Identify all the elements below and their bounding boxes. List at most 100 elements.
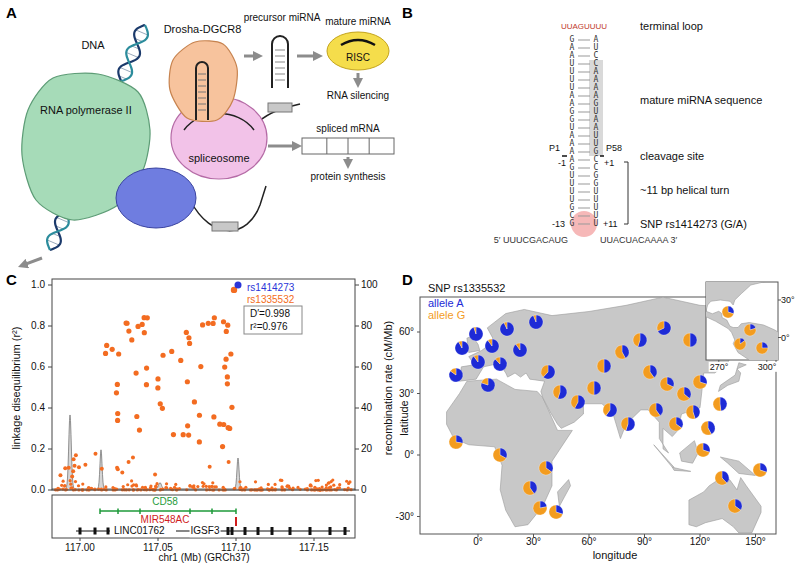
ld-point	[238, 480, 241, 483]
ld-point	[115, 466, 119, 470]
ld-point	[153, 472, 157, 476]
ld-point	[137, 427, 142, 432]
ld-point	[122, 488, 125, 491]
allele-pie	[549, 505, 563, 519]
ld-point	[223, 357, 228, 362]
base-pair-rung	[198, 80, 206, 81]
allele-pie	[643, 365, 657, 379]
exon-tick	[139, 509, 141, 515]
ld-point	[225, 374, 230, 379]
ld-point	[56, 487, 59, 490]
recombination-rate-area	[52, 415, 355, 490]
pie-slice	[615, 345, 625, 359]
legend-entry: allele G	[428, 309, 465, 322]
axis-tick	[158, 538, 159, 541]
position-marker: -1	[558, 158, 566, 168]
ld-point	[124, 321, 129, 326]
ld-point	[171, 432, 176, 437]
risc-complex: mature miRNARISC	[327, 32, 389, 70]
base-pair-rung	[198, 92, 206, 93]
structure-annotation: mature miRNA sequence	[640, 94, 762, 107]
ld-point	[63, 485, 66, 488]
ld-point	[220, 444, 225, 449]
pie-slice	[500, 322, 514, 336]
ld-point	[111, 486, 114, 489]
pie-slice	[683, 333, 690, 347]
axis-tick	[778, 300, 781, 301]
allele-pie	[571, 395, 585, 409]
pie-slice	[449, 435, 463, 449]
ld-point	[321, 485, 324, 488]
tick-label: 0.2	[31, 443, 45, 455]
pie-slice	[533, 501, 547, 515]
base-pair-rung	[198, 74, 206, 75]
base-pair-dash	[578, 40, 590, 41]
tick-label: 40	[361, 402, 372, 414]
exon-block	[227, 527, 230, 535]
axis-tick	[417, 393, 420, 394]
pie-slice	[693, 375, 707, 389]
map-title: SNP rs1335532	[428, 282, 505, 295]
pie-slice	[701, 421, 711, 435]
base-pair-rung	[275, 62, 285, 63]
pie-slice	[720, 397, 727, 411]
pie-slice	[696, 443, 710, 457]
tick-label: 270°	[709, 362, 730, 372]
axis-tick	[314, 538, 315, 541]
ld-point	[70, 475, 74, 479]
ld-point	[63, 466, 67, 470]
ld-point	[222, 365, 227, 370]
pie-slice	[488, 339, 492, 346]
panel-letter: A	[6, 4, 17, 21]
snp-label: rs1414273	[247, 282, 294, 294]
tick-label: 60°	[399, 326, 414, 338]
position-marker: -13	[552, 219, 565, 229]
ld-point	[228, 351, 233, 356]
axis-tick	[48, 408, 52, 409]
ld-point	[285, 485, 288, 488]
ld-point	[338, 483, 341, 486]
position-marker: +1	[604, 158, 614, 168]
base-pair-rung	[275, 50, 285, 51]
allele-pie	[753, 463, 767, 477]
ld-point	[226, 425, 231, 430]
pie-slice	[621, 417, 628, 431]
pie-slice	[516, 343, 520, 350]
allele-pie	[713, 397, 727, 411]
ld-point	[81, 482, 84, 485]
tick-label: -30°	[396, 511, 414, 523]
base-pair-rung	[198, 104, 206, 105]
pie-slice	[493, 448, 506, 462]
mirna-tick	[235, 517, 237, 526]
exon-block	[289, 527, 292, 535]
dna-label: DNA	[81, 39, 104, 52]
pie-slice	[633, 333, 640, 347]
pie-slice	[597, 359, 604, 373]
ld-point	[291, 487, 294, 490]
pie-slice	[722, 306, 734, 318]
ld-point	[122, 485, 125, 488]
allele-pie	[493, 448, 507, 462]
pie-slice	[604, 359, 611, 373]
base-pair-dash	[578, 96, 590, 97]
exon-block	[257, 527, 260, 535]
tick-label: 0.4	[31, 402, 45, 414]
spliced-mrna-box-shape	[302, 138, 394, 154]
ld-point	[327, 482, 330, 485]
axis-tick	[355, 326, 359, 327]
axis-tick	[417, 516, 420, 517]
ld-point	[77, 465, 81, 469]
landmass	[654, 445, 674, 468]
ld-plot	[48, 279, 359, 541]
ld-point	[208, 465, 212, 469]
ld-point	[115, 411, 120, 416]
exon-tick	[189, 509, 191, 515]
allele-pie	[469, 327, 483, 341]
base-pair-dash	[578, 56, 590, 57]
polymerase-subunit	[116, 168, 196, 228]
base-pair-dash	[578, 224, 590, 225]
tick-label: 120°	[690, 536, 711, 548]
axis-tick	[355, 408, 359, 409]
ld-point	[347, 482, 350, 485]
